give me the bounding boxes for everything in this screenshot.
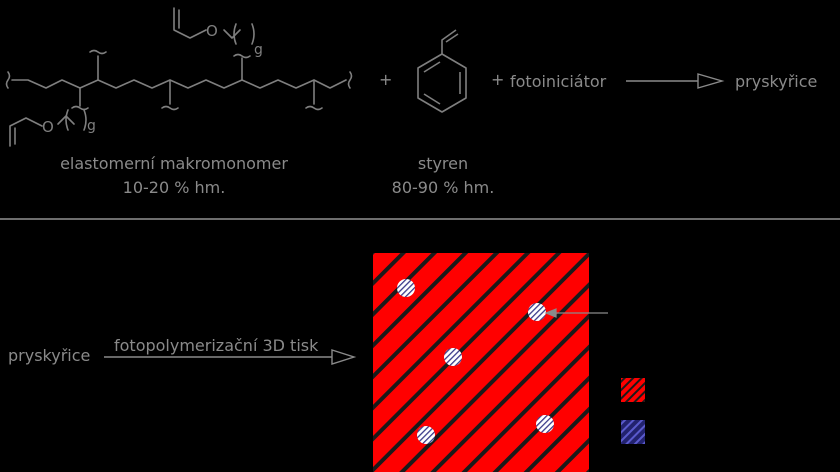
styrene-amount: 80-90 % hm. bbox=[391, 178, 495, 197]
upper-side-chain bbox=[173, 7, 207, 39]
styrene-benzene-ring bbox=[417, 53, 467, 113]
macromonomer-label: elastomerní makromonomer bbox=[60, 154, 288, 173]
upper-chain-wave bbox=[233, 53, 251, 59]
upper-repeat-bracket-right bbox=[251, 23, 255, 45]
methyl-branch-1-wave bbox=[89, 49, 107, 55]
styrene-vinyl-double-bond bbox=[445, 33, 459, 43]
elastomer-particle bbox=[528, 303, 546, 321]
elastomer-particle bbox=[417, 426, 435, 444]
styrene-label: styren bbox=[417, 154, 469, 173]
resin-start-label: pryskyřice bbox=[8, 346, 91, 365]
process-label: fotopolymerizační 3D tisk bbox=[114, 336, 319, 355]
lower-chain-wave bbox=[71, 105, 89, 111]
elastomer-particle bbox=[397, 279, 415, 297]
elastomer-particle bbox=[444, 348, 462, 366]
methyl-branch-3-wave bbox=[305, 105, 323, 111]
macromonomer-backbone bbox=[11, 79, 347, 89]
backbone-right-end-mark bbox=[347, 71, 353, 89]
pointer-arrow-head bbox=[544, 308, 557, 318]
product-resin-label: pryskyřice bbox=[735, 72, 818, 91]
lower-repeat-bracket-right bbox=[83, 109, 87, 131]
styrene-vinyl-group bbox=[441, 29, 457, 54]
elastomer-particle bbox=[536, 415, 554, 433]
arrow-right-icon bbox=[104, 349, 357, 365]
upper-repeat-bracket-left bbox=[233, 23, 237, 45]
styrene-ring-double-bond-3 bbox=[423, 93, 441, 105]
macromonomer-structure bbox=[5, 7, 353, 147]
methyl-branch-2-wave bbox=[161, 105, 179, 111]
macromonomer-amount: 10-20 % hm. bbox=[122, 178, 226, 197]
styrene-ring-double-bond-2 bbox=[423, 61, 441, 73]
upper-chain-to-repeat bbox=[223, 29, 241, 39]
arrow-left-icon bbox=[544, 308, 608, 318]
upper-repeat-subscript: g bbox=[254, 42, 263, 58]
backbone-left-end-mark bbox=[5, 71, 11, 89]
plus-sign: + bbox=[379, 70, 393, 89]
reaction-arrow-head bbox=[697, 73, 725, 89]
lower-side-chain bbox=[9, 117, 43, 147]
plus-sign: + bbox=[491, 70, 505, 89]
process-arrow-head bbox=[331, 349, 357, 365]
styrene-structure bbox=[417, 29, 467, 113]
lower-repeat-subscript: g bbox=[87, 118, 96, 134]
upper-oxygen-atom: O bbox=[206, 22, 218, 40]
arrow-right-icon bbox=[626, 73, 725, 89]
photoinitiator-label: fotoiniciátor bbox=[510, 72, 607, 91]
lower-oxygen-atom: O bbox=[42, 118, 54, 136]
legend-swatch-particles bbox=[621, 420, 645, 444]
lower-repeat-bracket-left bbox=[65, 109, 69, 131]
legend-swatch-matrix bbox=[621, 378, 645, 402]
